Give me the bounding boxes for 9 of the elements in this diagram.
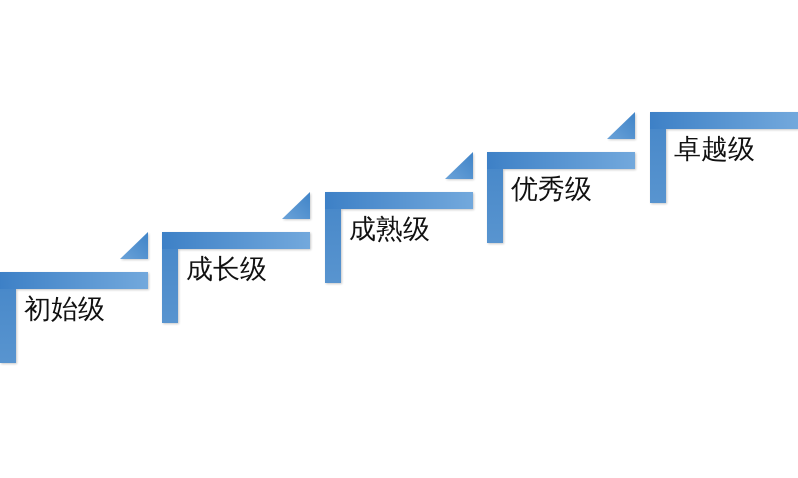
step-label: 成长级 (186, 253, 267, 286)
step-label: 初始级 (24, 293, 105, 326)
step-label: 卓越级 (674, 133, 755, 166)
step-label: 优秀级 (511, 173, 592, 206)
step-label: 成熟级 (349, 213, 430, 246)
step-arrow (445, 152, 473, 179)
step-arrow (282, 192, 310, 219)
step-arrow (120, 232, 148, 259)
step-arrow (607, 112, 635, 139)
